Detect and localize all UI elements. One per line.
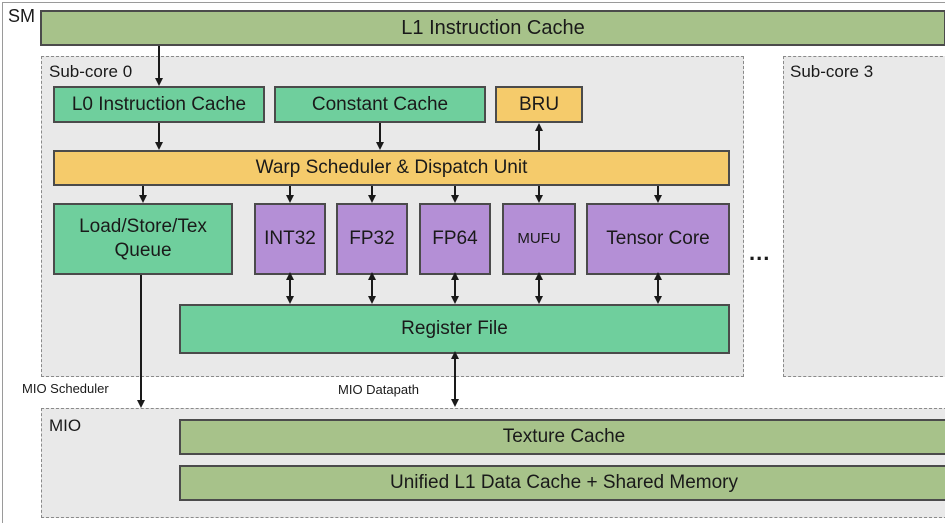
tensor-core-unit: Tensor Core [586,203,730,275]
constant-cache: Constant Cache [274,86,486,123]
mio-datapath-label: MIO Datapath [336,382,421,397]
texture-cache-label: Texture Cache [502,426,626,448]
bru: BRU [495,86,583,123]
bru-label: BRU [518,93,560,115]
l1-instruction-cache-label: L1 Instruction Cache [401,16,585,39]
l0-instruction-cache-label: L0 Instruction Cache [71,93,247,115]
subcore-0-title: Sub-core 0 [49,62,133,81]
l1-instruction-cache: L1 Instruction Cache [40,10,945,46]
load-store-tex-line1: Load/Store/Tex [79,216,207,238]
ellipsis: ... [749,240,771,265]
mufu-unit: MUFU [502,203,576,275]
warp-scheduler-label: Warp Scheduler & Dispatch Unit [255,157,528,179]
warp-scheduler: Warp Scheduler & Dispatch Unit [53,150,730,186]
mio-title: MIO [49,416,82,435]
register-file: Register File [179,304,730,354]
mufu-label: MUFU [517,229,561,247]
int32-unit: INT32 [254,203,326,275]
unified-l1-label: Unified L1 Data Cache + Shared Memory [390,472,738,494]
l0-instruction-cache: L0 Instruction Cache [53,86,265,123]
subcore-3-title: Sub-core 3 [790,62,874,81]
tensor-core-label: Tensor Core [606,228,710,250]
register-file-label: Register File [401,318,508,340]
fp32-unit: FP32 [336,203,408,275]
int32-label: INT32 [264,228,316,250]
constant-cache-label: Constant Cache [311,93,449,115]
mio-scheduler-label: MIO Scheduler [20,381,111,396]
load-store-tex-queue: Load/Store/Tex Queue [53,203,233,275]
fp64-unit: FP64 [419,203,491,275]
sm-label: SM [8,6,35,26]
unified-l1-data-cache: Unified L1 Data Cache + Shared Memory [179,465,945,501]
subcore-3 [783,56,945,377]
fp64-label: FP64 [432,228,478,250]
fp32-label: FP32 [349,228,395,250]
load-store-tex-line2: Queue [114,240,172,261]
texture-cache: Texture Cache [179,419,945,455]
